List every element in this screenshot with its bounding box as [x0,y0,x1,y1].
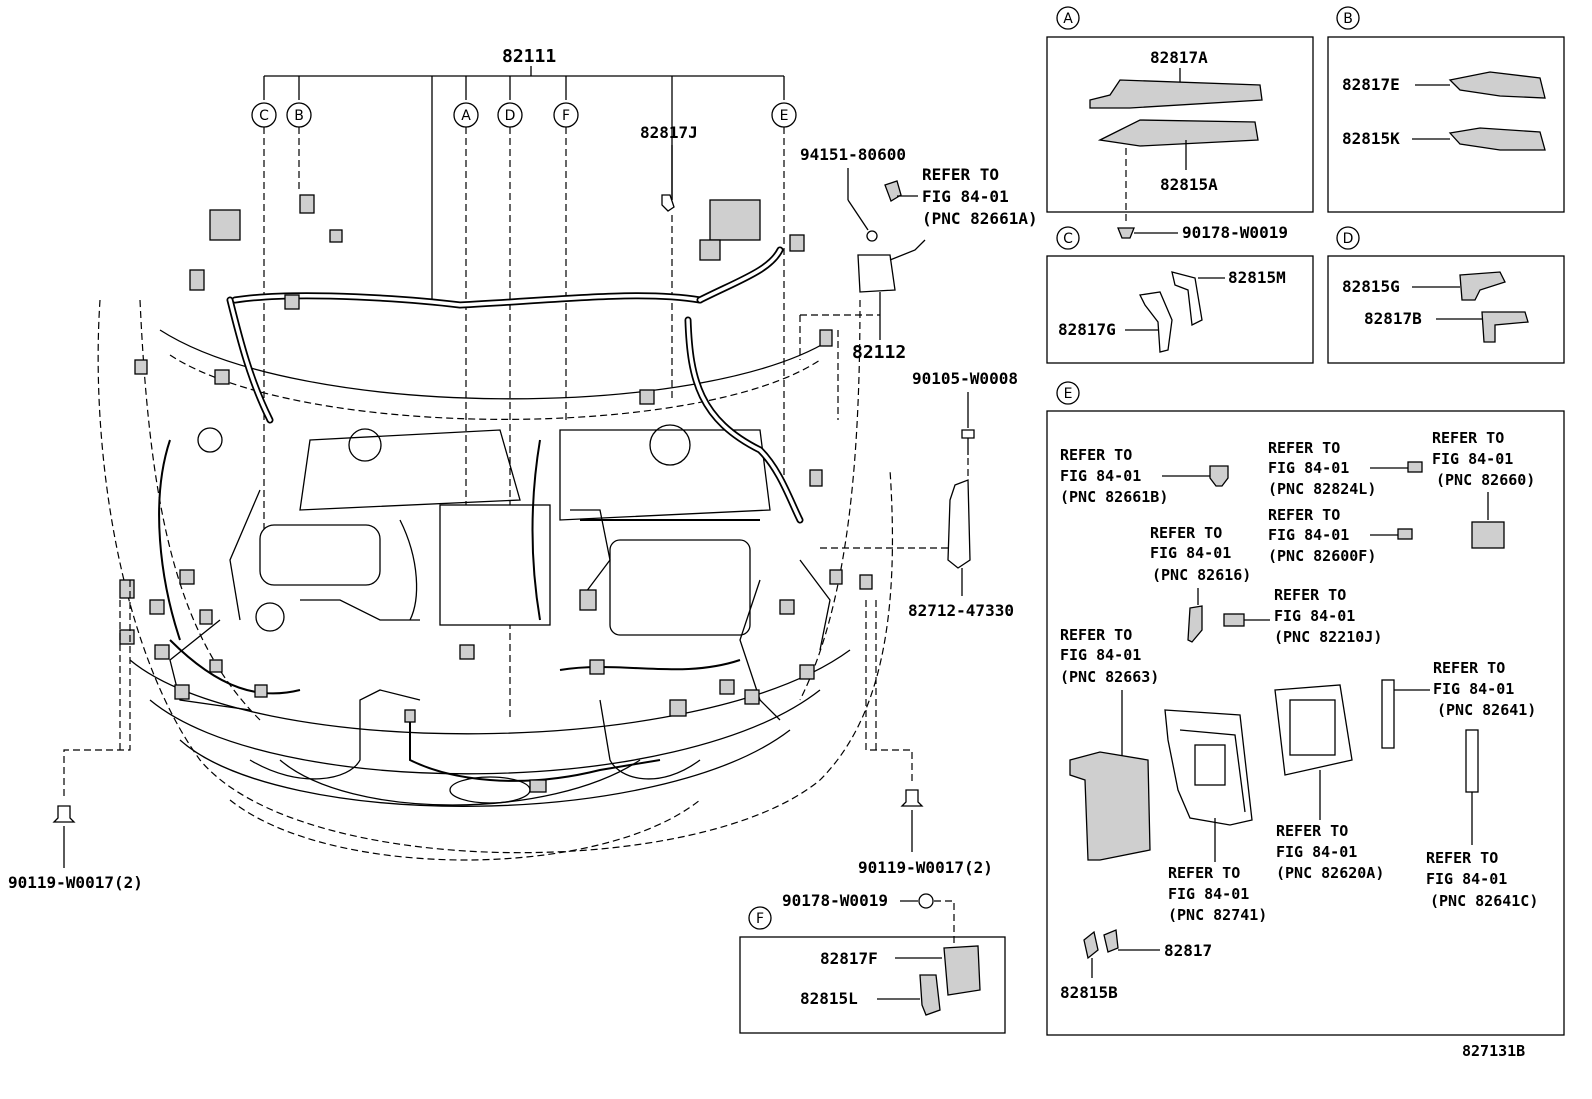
bracket-label: 82712-47330 [908,601,1014,620]
svg-text:REFER TO: REFER TO [1268,506,1340,524]
svg-text:FIG 84-01: FIG 84-01 [1060,646,1141,664]
svg-text:FIG 84-01: FIG 84-01 [1274,607,1355,625]
refer-82660: REFER TO FIG 84-01 (PNC 82660) [1432,429,1535,549]
panel-f-part1: 82817F [820,949,878,968]
panel-a: A 82817A 82815A 90178-W0019 [1046,6,1314,242]
panel-c-part1: 82815M [1228,268,1286,287]
panel-e-part1: 82817 [1164,941,1212,960]
svg-text:REFER TO: REFER TO [1060,626,1132,644]
refer-top-line3: (PNC 82661A) [922,209,1038,228]
svg-text:(PNC 82661B): (PNC 82661B) [1060,488,1168,506]
svg-text:(PNC 82663): (PNC 82663) [1060,668,1159,686]
refer-82616: REFER TO FIG 84-01 (PNC 82616) [1150,524,1251,643]
refer-82663: REFER TO FIG 84-01 (PNC 82663) [1060,626,1159,861]
panel-d-part2: 82817B [1364,309,1422,328]
callout-circle-b: B [286,102,312,128]
refer-top-line1: REFER TO [922,165,999,184]
panel-f-part0: 90178-W0019 [782,891,888,910]
callout-circle-d: D [497,102,523,128]
svg-text:F: F [562,108,570,124]
refer-82824l: REFER TO FIG 84-01 (PNC 82824L) [1268,439,1423,498]
refer-82641: REFER TO FIG 84-01 (PNC 82641) [1381,659,1536,749]
panel-d: D 82815G 82817B [1327,226,1565,364]
panel-c-part2: 82817G [1058,320,1116,339]
panel-e-part2: 82815B [1060,983,1118,1002]
svg-text:REFER TO: REFER TO [1150,524,1222,542]
panel-c: C 82815M 82817G [1046,226,1314,364]
svg-text:(PNC 82660): (PNC 82660) [1436,471,1535,489]
svg-text:F: F [756,911,764,927]
callout-circle-c: C [251,102,277,128]
svg-text:(PNC 82210J): (PNC 82210J) [1274,628,1382,646]
refer-82600f: REFER TO FIG 84-01 (PNC 82600F) [1268,506,1413,565]
bolt-right2-label: 90119-W0017(2) [858,858,993,877]
svg-text:FIG 84-01: FIG 84-01 [1432,450,1513,468]
figure-id: 827131B [1462,1042,1525,1060]
svg-text:FIG 84-01: FIG 84-01 [1433,680,1514,698]
refer-82741: REFER TO FIG 84-01 (PNC 82741) [1164,709,1267,924]
harness-label: 82111 [502,46,556,67]
svg-text:C: C [1063,231,1073,247]
svg-text:(PNC 82641): (PNC 82641) [1437,701,1536,719]
bolt-right-label: 90105-W0008 [912,369,1018,388]
panel-a-part1: 82817A [1150,48,1208,67]
svg-text:REFER TO: REFER TO [1060,446,1132,464]
svg-text:A: A [461,108,471,124]
svg-text:(PNC 82616): (PNC 82616) [1152,566,1251,584]
svg-text:REFER TO: REFER TO [1432,429,1504,447]
svg-text:REFER TO: REFER TO [1433,659,1505,677]
svg-text:C: C [259,108,269,124]
panel-a-part2: 82815A [1160,175,1218,194]
svg-text:FIG 84-01: FIG 84-01 [1268,459,1349,477]
main-harness-area: 82111 C B A D F [8,46,1038,892]
svg-text:D: D [1343,231,1354,247]
svg-text:(PNC 82741): (PNC 82741) [1168,906,1267,924]
panel-d-part1: 82815G [1342,277,1400,296]
svg-text:(PNC 82620A): (PNC 82620A) [1276,864,1384,882]
panel-f: 90178-W0019 F 82817F 82815L [739,891,1006,1034]
svg-text:B: B [1343,11,1353,27]
panel-f-part2: 82815L [800,989,858,1008]
screw-top-label: 94151-80600 [800,145,906,164]
svg-text:FIG 84-01: FIG 84-01 [1276,843,1357,861]
svg-text:REFER TO: REFER TO [1168,864,1240,882]
callout-circle-f: F [553,102,579,128]
svg-text:B: B [294,108,304,124]
refer-82641c: REFER TO FIG 84-01 (PNC 82641C) [1426,729,1538,910]
svg-text:FIG 84-01: FIG 84-01 [1168,885,1249,903]
refer-82661b: REFER TO FIG 84-01 (PNC 82661B) [1060,446,1229,506]
svg-text:A: A [1063,11,1073,27]
svg-text:E: E [780,108,789,124]
panel-e-clips: 82817 82815B [1060,929,1212,1002]
svg-text:E: E [1064,386,1073,402]
svg-text:REFER TO: REFER TO [1426,849,1498,867]
svg-text:REFER TO: REFER TO [1276,822,1348,840]
svg-text:(PNC 82641C): (PNC 82641C) [1430,892,1538,910]
panel-e: E REFER TO FIG 84-01 (PNC 82661B) REFER … [1046,381,1565,1036]
clip-j-label: 82817J [640,123,698,142]
refer-82210j: REFER TO FIG 84-01 (PNC 82210J) [1223,586,1382,646]
svg-text:(PNC 82600F): (PNC 82600F) [1268,547,1376,565]
svg-text:FIG 84-01: FIG 84-01 [1426,870,1507,888]
panel-b-part2: 82815K [1342,129,1400,148]
svg-text:(PNC 82824L): (PNC 82824L) [1268,480,1376,498]
sub-harness-label: 82112 [852,342,906,363]
svg-text:FIG 84-01: FIG 84-01 [1150,544,1231,562]
svg-text:REFER TO: REFER TO [1268,439,1340,457]
panel-b: B 82817E 82815K [1327,6,1565,213]
callout-circle-e: E [771,102,797,128]
bolt-left-label: 90119-W0017(2) [8,873,143,892]
svg-text:FIG 84-01: FIG 84-01 [1268,526,1349,544]
panel-b-part1: 82817E [1342,75,1400,94]
panel-a-part3: 90178-W0019 [1182,223,1288,242]
svg-text:FIG 84-01: FIG 84-01 [1060,467,1141,485]
svg-text:D: D [505,108,516,124]
callout-circle-a: A [453,102,479,128]
svg-text:REFER TO: REFER TO [1274,586,1346,604]
refer-82620a: REFER TO FIG 84-01 (PNC 82620A) [1274,684,1384,882]
refer-top-line2: FIG 84-01 [922,187,1009,206]
